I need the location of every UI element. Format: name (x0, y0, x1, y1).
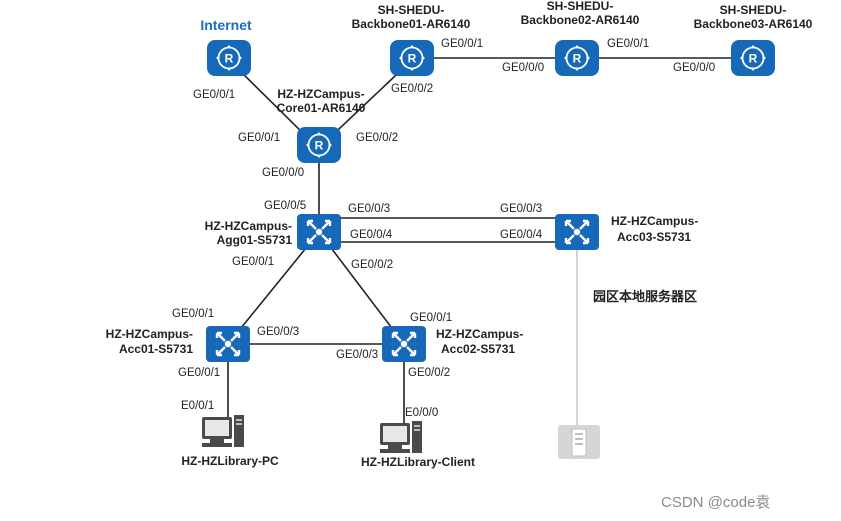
port-agg-ge004: GE0/0/4 (350, 229, 393, 241)
port-bb01-ge001: GE0/0/1 (441, 38, 483, 50)
agg01-name-line2: Agg01-S5731 (217, 233, 293, 247)
router-backbone02[interactable] (555, 40, 599, 76)
server-local[interactable] (558, 425, 600, 459)
router-backbone01[interactable] (390, 40, 434, 76)
backbone01-name-line2: Backbone01-AR6140 (352, 17, 471, 31)
watermark: CSDN @code袁 (661, 494, 770, 511)
backbone01-name-line1: SH-SHEDU- (378, 3, 445, 17)
acc03-name-line2: Acc03-S5731 (617, 230, 691, 244)
port-core-ge000: GE0/0/0 (262, 167, 304, 179)
port-pc-e001: E0/0/1 (181, 400, 214, 412)
client-name: HZ-HZLibrary-Client (361, 455, 475, 469)
port-client-e000: E0/0/0 (405, 407, 438, 419)
pc-client[interactable] (380, 421, 422, 453)
server-icon (558, 425, 600, 459)
internet-label: Internet (200, 17, 252, 33)
switch-acc03[interactable] (555, 214, 599, 250)
server-zone-label: 园区本地服务器区 (593, 289, 697, 304)
port-acc01-ge003: GE0/0/3 (257, 326, 299, 338)
switch-acc02[interactable] (382, 326, 426, 362)
port-internet-ge001: GE0/0/1 (193, 89, 235, 101)
pc-icon (202, 415, 244, 447)
port-acc02-ge001: GE0/0/1 (410, 312, 452, 324)
core01-name-line2: Core01-AR6140 (277, 101, 366, 115)
router-backbone03[interactable] (731, 40, 775, 76)
switch-agg01[interactable] (297, 214, 341, 250)
port-agg-ge001: GE0/0/1 (232, 256, 274, 268)
backbone02-name-line2: Backbone02-AR6140 (521, 13, 640, 27)
port-bb02-ge001: GE0/0/1 (607, 38, 649, 50)
port-bb03-ge000: GE0/0/0 (673, 62, 715, 74)
acc02-name-line2: Acc02-S5731 (441, 342, 515, 356)
pc-name: HZ-HZLibrary-PC (181, 454, 279, 468)
port-bb01-ge002: GE0/0/2 (391, 83, 433, 95)
port-acc03-ge004: GE0/0/4 (500, 229, 543, 241)
backbone03-name-line1: SH-SHEDU- (720, 3, 787, 17)
acc01-name-line2: Acc01-S5731 (119, 342, 193, 356)
acc01-name-line1: HZ-HZCampus- (106, 327, 193, 341)
link-agg01-acc01 (227, 231, 320, 345)
port-acc01-ge001-up: GE0/0/1 (172, 308, 214, 320)
pc-icon (380, 421, 422, 453)
port-acc03-ge003: GE0/0/3 (500, 203, 542, 215)
port-acc02-ge002: GE0/0/2 (408, 367, 450, 379)
switch-acc01[interactable] (206, 326, 250, 362)
router-core01[interactable] (297, 127, 341, 163)
link-agg01-acc02 (318, 231, 405, 345)
backbone03-name-line2: Backbone03-AR6140 (694, 17, 813, 31)
port-acc02-ge003: GE0/0/3 (336, 349, 378, 361)
port-core-ge001: GE0/0/1 (238, 132, 280, 144)
port-acc01-ge001-down: GE0/0/1 (178, 367, 220, 379)
port-agg-ge003: GE0/0/3 (348, 203, 390, 215)
router-internet[interactable] (207, 40, 251, 76)
acc02-name-line1: HZ-HZCampus- (436, 327, 523, 341)
port-bb02-ge000: GE0/0/0 (502, 62, 544, 74)
backbone02-name-line1: SH-SHEDU- (547, 0, 614, 13)
port-agg-ge002: GE0/0/2 (351, 259, 393, 271)
core01-name-line1: HZ-HZCampus- (277, 87, 364, 101)
port-agg-ge005: GE0/0/5 (264, 200, 306, 212)
acc03-name-line1: HZ-HZCampus- (611, 214, 698, 228)
agg01-name-line1: HZ-HZCampus- (205, 219, 292, 233)
pc-library[interactable] (202, 415, 244, 447)
port-core-ge002: GE0/0/2 (356, 132, 398, 144)
